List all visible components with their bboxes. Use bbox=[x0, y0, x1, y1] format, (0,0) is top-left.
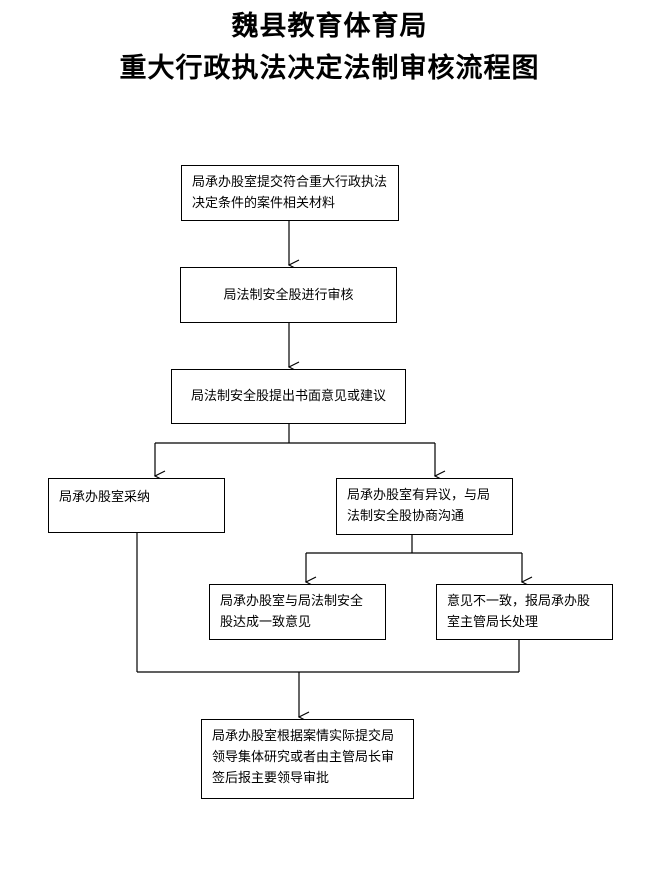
step-agreement: 局承办股室与局法制安全股达成一致意见 bbox=[209, 584, 386, 640]
step-written-opinion: 局法制安全股提出书面意见或建议 bbox=[171, 369, 406, 424]
diagram-title-line1: 魏县教育体育局 bbox=[231, 11, 428, 42]
step-legal-review: 局法制安全股进行审核 bbox=[180, 267, 397, 323]
diagram-title-line2: 重大行政执法决定法制审核流程图 bbox=[119, 53, 540, 84]
step-submit-materials: 局承办股室提交符合重大行政执法决定条件的案件相关材料 bbox=[181, 165, 399, 221]
step-final-approval: 局承办股室根据案情实际提交局领导集体研究或者由主管局长审签后报主要领导审批 bbox=[201, 719, 414, 799]
step-adopt: 局承办股室采纳 bbox=[48, 478, 225, 533]
step-objection-consult: 局承办股室有异议，与局法制安全股协商沟通 bbox=[336, 478, 513, 535]
step-disagreement: 意见不一致，报局承办股室主管局长处理 bbox=[436, 584, 613, 640]
